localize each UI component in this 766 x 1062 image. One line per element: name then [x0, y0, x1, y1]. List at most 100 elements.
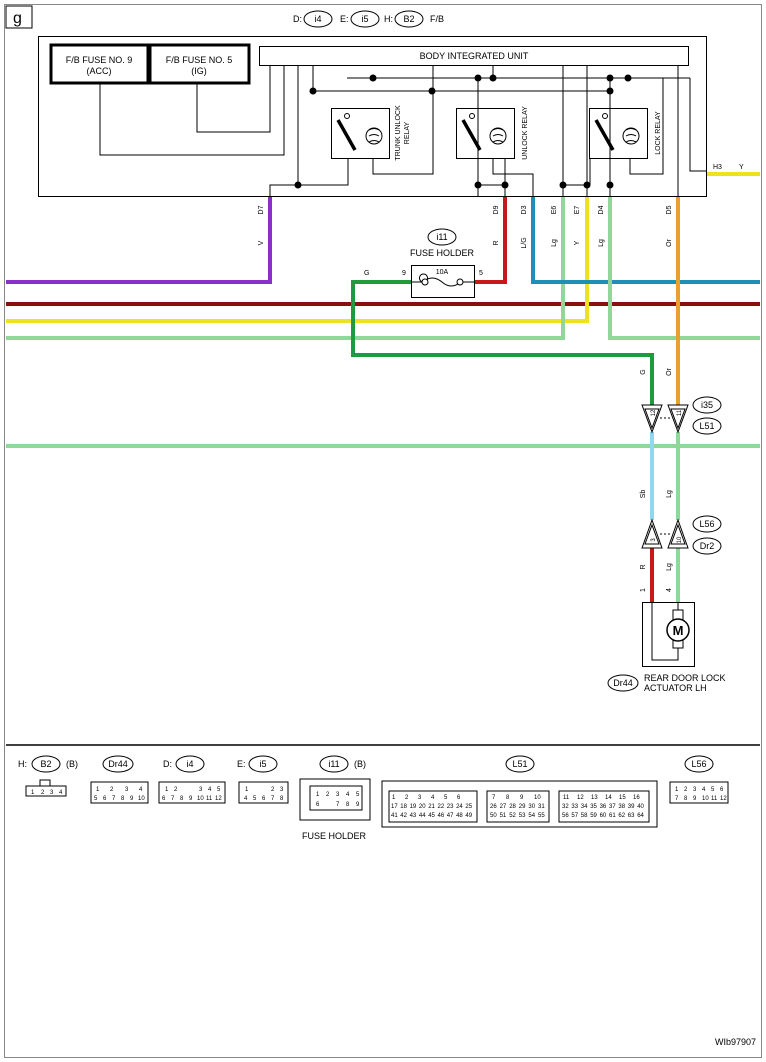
svg-text:3: 3	[125, 787, 129, 793]
wire-lock-top	[492, 66, 690, 79]
l51-pin: 30	[528, 804, 535, 810]
label-lg-act: Lg	[666, 563, 673, 571]
pin-d9: D9	[493, 205, 500, 214]
pin-d5: D5	[666, 205, 673, 214]
svg-text:3: 3	[199, 787, 203, 793]
wire-lightgreen-bus-1	[6, 197, 565, 340]
svg-text:4: 4	[346, 792, 350, 798]
svg-text:1: 1	[96, 787, 100, 793]
wire-fuse9	[99, 66, 285, 156]
l51-pin: 57	[571, 813, 578, 819]
wire-h3	[689, 78, 707, 172]
label-lg-e6: Lg	[551, 239, 558, 247]
l51-pin: 50	[490, 813, 497, 819]
svg-text:8: 8	[180, 796, 184, 802]
svg-text:L51: L51	[512, 759, 527, 769]
l51-pin: 55	[538, 813, 545, 819]
l51-pin: 6	[457, 795, 461, 801]
junction-dots	[294, 74, 632, 189]
svg-text:i11: i11	[328, 759, 339, 769]
l51-pin: 17	[391, 804, 398, 810]
trunk-relay-label-2: RELAY	[404, 121, 411, 144]
motor-symbol	[666, 618, 690, 642]
l51-pin: 24	[456, 804, 463, 810]
connector-view-b2: H: B2 (B) 1 2 3 4	[18, 755, 78, 797]
wire-red-d9	[474, 197, 507, 284]
fuse-9-label: F/B FUSE NO. 9	[66, 55, 133, 65]
header-prefix-e: E:	[340, 14, 349, 24]
wire-trunk-coil-top	[373, 66, 434, 79]
label-r: R	[493, 240, 500, 245]
svg-text:4: 4	[702, 787, 706, 793]
wire-yellow-bus	[6, 197, 589, 323]
fuse-holder-label: FUSE HOLDER	[410, 248, 475, 258]
connector-l56: 3 10 L56 Dr2	[641, 515, 722, 555]
header-suffix: F/B	[430, 14, 444, 24]
svg-text:5: 5	[253, 796, 257, 802]
svg-text:2: 2	[110, 787, 114, 793]
svg-text:2: 2	[174, 787, 178, 793]
i35-pin-a: 12	[651, 409, 657, 416]
svg-text:3: 3	[50, 790, 54, 796]
svg-text:7: 7	[112, 796, 116, 802]
l51-pin: 42	[400, 813, 407, 819]
l51-pin: 7	[492, 795, 496, 801]
l51-pin: 60	[600, 813, 607, 819]
connector-view-dr44: Dr44 1 2 3 4 5 6 7 8 9 10	[90, 755, 149, 804]
page-tag-box	[5, 5, 33, 29]
label-v: V	[258, 240, 265, 245]
svg-text:12: 12	[720, 796, 727, 802]
svg-text:6: 6	[162, 796, 166, 802]
wire-unlock-coil	[492, 158, 534, 197]
svg-text:4: 4	[244, 796, 248, 802]
svg-text:2: 2	[326, 792, 330, 798]
l51-pin: 51	[500, 813, 507, 819]
l51-pin: 8	[506, 795, 510, 801]
svg-text:8: 8	[346, 802, 350, 808]
svg-text:2: 2	[684, 787, 688, 793]
wire-green-fuse	[351, 280, 654, 405]
l56-pin-a: 3	[651, 538, 657, 542]
figure-code: WIb97907	[715, 1037, 756, 1047]
fuse-pin-in: 9	[402, 270, 406, 277]
svg-text:1: 1	[31, 790, 35, 796]
svg-text:i4: i4	[186, 759, 193, 769]
wire-color-h3: Y	[739, 164, 744, 171]
l51-pin: 37	[609, 804, 616, 810]
l56-id: L56	[699, 519, 714, 529]
connector-i35: 12 11 i35 L51	[641, 396, 722, 435]
l51-pin: 54	[528, 813, 535, 819]
connector-view-i11: i11 (B) 1 2 3 4 5 6 7 8 9 FUSE HOLDER	[299, 755, 371, 841]
l51-pin: 20	[419, 804, 426, 810]
svg-text:2: 2	[41, 790, 45, 796]
svg-text:4: 4	[208, 787, 212, 793]
unit-pin-labels: D7 D9 D3 E6 E7 D4 D5 H3 Y	[258, 164, 744, 214]
svg-text:5: 5	[356, 792, 360, 798]
svg-text:8: 8	[280, 796, 284, 802]
l51-pin: 26	[490, 804, 497, 810]
svg-text:3: 3	[280, 787, 284, 793]
svg-text:7: 7	[271, 796, 275, 802]
svg-text:6: 6	[720, 787, 724, 793]
actuator-pin-a: 1	[640, 588, 647, 592]
l51-pin: 40	[637, 804, 644, 810]
page-tag: g	[13, 10, 22, 27]
svg-text:11: 11	[206, 796, 213, 802]
fuse-holder: i11 FUSE HOLDER 10A 9 5	[402, 228, 483, 298]
l51-pin: 21	[428, 804, 435, 810]
trunk-unlock-relay: TRUNK UNLOCK RELAY	[331, 105, 411, 161]
svg-text:9: 9	[356, 802, 360, 808]
l51-pin: 29	[519, 804, 526, 810]
wire-gnd-left	[269, 66, 299, 197]
svg-text:10: 10	[702, 796, 709, 802]
l51-pin: 49	[465, 813, 472, 819]
l51-pin: 33	[571, 804, 578, 810]
unlock-relay-label: UNLOCK RELAY	[522, 106, 529, 160]
l51-pin: 10	[534, 795, 541, 801]
fuse-5-sub: (IG)	[191, 66, 207, 76]
unit-outer-frame	[38, 36, 707, 197]
header-id-h: B2	[403, 14, 414, 24]
l51-pin: 46	[438, 813, 445, 819]
l56-pin-b: 10	[677, 536, 683, 543]
